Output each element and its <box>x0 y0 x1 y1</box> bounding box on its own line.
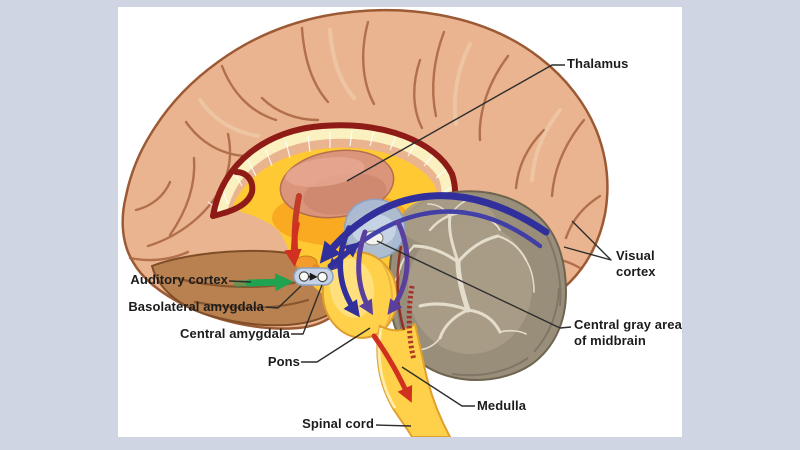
basolateral-amygdala-leader <box>265 285 302 309</box>
medulla-leader <box>401 366 475 407</box>
pathway-arrows <box>233 192 550 403</box>
central-gray-leader <box>376 240 572 329</box>
label-pons: Pons <box>267 354 300 369</box>
cerebrum-sulci <box>128 20 602 302</box>
arbor-vitae <box>390 197 535 351</box>
leader-lines <box>228 64 612 427</box>
central-amygdala-node <box>317 271 328 283</box>
label-visual-cortex: Visual cortex <box>616 248 656 279</box>
label-basolateral-amygdala: Basolateral amygdala <box>128 299 264 314</box>
medulla-spinal-cord <box>376 322 452 437</box>
auditory-amygdala-green-arrow <box>245 273 294 292</box>
red-dotted-strip <box>406 285 417 361</box>
red-descending-arrow <box>284 221 302 268</box>
thalamus-leader <box>346 64 565 182</box>
label-spinal-cord: Spinal cord <box>302 416 374 431</box>
label-thalamus: Thalamus <box>567 56 629 71</box>
medulla-red-arrow <box>371 333 413 403</box>
basolateral-amygdala-node <box>298 271 310 282</box>
callosum-striations <box>207 129 457 213</box>
label-medulla: Medulla <box>477 398 527 413</box>
auditory-cortex-leader <box>228 280 252 283</box>
amygdala-icon <box>293 267 334 286</box>
label-central-amygdala: Central amygdala <box>180 326 290 341</box>
gyri-highlights <box>198 28 562 182</box>
cerebellum <box>388 190 568 381</box>
spinal-cord-leader <box>375 424 412 427</box>
label-auditory-cortex: Auditory cortex <box>130 272 228 287</box>
midbrain-pons-blue-arrow <box>337 225 360 318</box>
label-central-gray: Central gray area of midbrain <box>574 317 682 348</box>
visual-cortex-leader <box>563 220 612 261</box>
central-amygdala-leader <box>291 284 323 335</box>
pons-leader <box>301 327 371 363</box>
right-purple-arrow <box>387 219 410 315</box>
midbrain-pons-purple-arrow <box>356 229 374 316</box>
